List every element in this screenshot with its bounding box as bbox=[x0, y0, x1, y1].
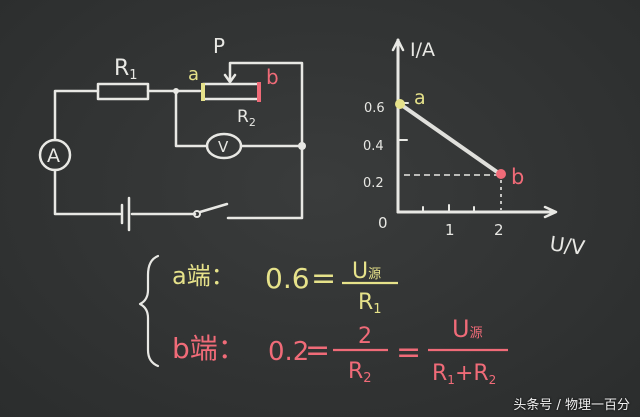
svg-text:=: = bbox=[396, 335, 421, 370]
y-axis-label: I/A bbox=[410, 39, 435, 61]
svg-text:0.2: 0.2 bbox=[268, 337, 309, 367]
svg-text:R1: R1 bbox=[358, 290, 382, 317]
switch-icon bbox=[193, 210, 201, 218]
svg-text:=: = bbox=[311, 261, 336, 296]
circuit-diagram bbox=[38, 61, 306, 232]
ammeter-label: A bbox=[47, 145, 60, 167]
brace-icon bbox=[138, 254, 160, 368]
end-a-label: a bbox=[188, 64, 199, 85]
svg-text:=: = bbox=[305, 333, 330, 368]
voltmeter-label: V bbox=[218, 138, 229, 156]
slider-p-label: P bbox=[213, 34, 225, 58]
svg-text:R1+R2: R1+R2 bbox=[432, 361, 496, 387]
svg-text:U源: U源 bbox=[452, 315, 483, 343]
resistor-r1 bbox=[96, 82, 150, 101]
svg-text:U源: U源 bbox=[352, 259, 381, 284]
ammeter-icon bbox=[38, 138, 72, 172]
r1-label: R1 bbox=[114, 56, 138, 83]
y-tick-0.2: 0.2 bbox=[363, 176, 384, 191]
y-tick-0.4: 0.4 bbox=[363, 139, 384, 154]
rheostat-r2 bbox=[201, 82, 261, 101]
r2-label: R2 bbox=[237, 107, 256, 129]
origin-label: 0 bbox=[378, 214, 388, 232]
voltmeter-icon bbox=[205, 132, 243, 160]
point-b bbox=[496, 169, 506, 179]
svg-text:2: 2 bbox=[358, 324, 372, 349]
equation-a: a端： 0.6 = U源 R1 bbox=[172, 259, 398, 317]
end-b-label: b bbox=[266, 65, 279, 89]
equation-b: b端： 0.2 = 2 R2 = U源 R1+R2 bbox=[172, 315, 508, 387]
point-a bbox=[395, 99, 405, 109]
slider-arrow-icon bbox=[223, 73, 237, 84]
y-tick-0.6: 0.6 bbox=[364, 101, 385, 116]
x-tick-1: 1 bbox=[445, 221, 455, 239]
svg-text:a端：: a端： bbox=[172, 262, 235, 290]
svg-text:R2: R2 bbox=[348, 359, 372, 386]
point-a-label: a bbox=[414, 87, 426, 109]
x-axis-label: U/V bbox=[548, 231, 586, 260]
iu-line bbox=[398, 102, 502, 176]
x-tick-2: 2 bbox=[494, 221, 504, 239]
iu-graph bbox=[391, 38, 558, 219]
svg-text:0.6: 0.6 bbox=[265, 262, 310, 295]
point-b-label: b bbox=[511, 165, 524, 189]
watermark: 头条号 / 物理一百分 bbox=[513, 398, 630, 413]
svg-text:b端：: b端： bbox=[172, 332, 246, 365]
